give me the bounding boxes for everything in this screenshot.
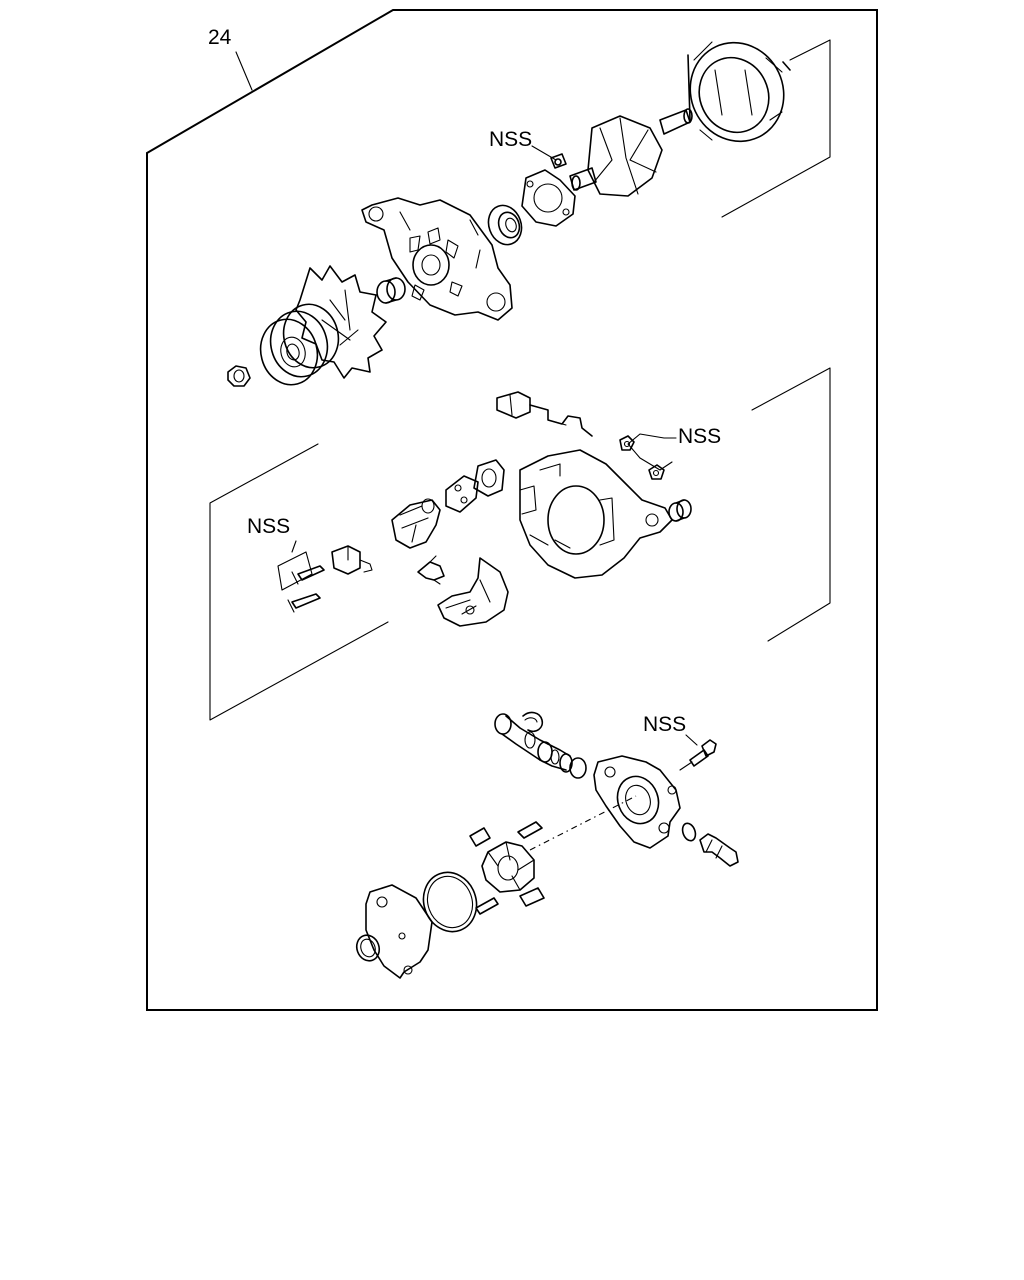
oil-hose-fitting-part: [699, 833, 739, 867]
terminal-gasket-part: [473, 459, 505, 497]
connector-terminal-part: [496, 391, 593, 437]
spacer-collar-part: [376, 277, 406, 304]
cover-snap-ring-part: [355, 934, 381, 962]
middle-subassembly-bracket: [209, 367, 831, 721]
vane-rotor-part: [481, 841, 535, 893]
pump-shaft-part: [494, 713, 587, 779]
pump-axis-centerline: [529, 795, 637, 851]
regulator-part: [391, 498, 441, 549]
pulley-part: [259, 303, 340, 386]
front-housing-part: [361, 197, 513, 321]
nss-label: NSS: [678, 425, 721, 448]
pulley-nut-part: [227, 365, 251, 387]
insulator-plate-part: [445, 475, 479, 513]
rear-collar-part: [668, 499, 692, 522]
nss-label: NSS: [247, 515, 290, 538]
pump-housing-part: [593, 755, 681, 849]
nss-rear-nuts-callout: NSS: [619, 425, 721, 480]
pump-vanes-part: [469, 821, 545, 915]
stator-part: [687, 41, 791, 143]
reference-callout-24: 24: [208, 26, 253, 91]
rotor-part: [569, 108, 693, 197]
pump-washer-part: [681, 822, 697, 842]
nss-label: NSS: [643, 713, 686, 736]
retainer-plate-part: [521, 169, 576, 227]
reference-number: 24: [208, 26, 232, 49]
nss-label: NSS: [489, 128, 532, 151]
pump-o-ring-part: [422, 871, 478, 933]
snap-ring-part: [522, 711, 544, 733]
pump-cover-part: [365, 884, 433, 979]
top-subassembly-bracket: [721, 39, 831, 218]
rectifier-part: [437, 557, 509, 627]
nss-brush-screws-callout: NSS: [247, 515, 325, 613]
nss-pump-bolt-callout: NSS: [643, 713, 717, 771]
front-bearing-part: [487, 204, 523, 246]
rear-housing-part: [519, 449, 673, 579]
brush-holder-part: [331, 545, 373, 575]
assembly-frame: [146, 9, 878, 1011]
nss-rotor-screw-callout: NSS: [489, 128, 567, 169]
cooling-fan-part: [295, 265, 387, 379]
brush-holder-clip-part: [417, 555, 445, 585]
